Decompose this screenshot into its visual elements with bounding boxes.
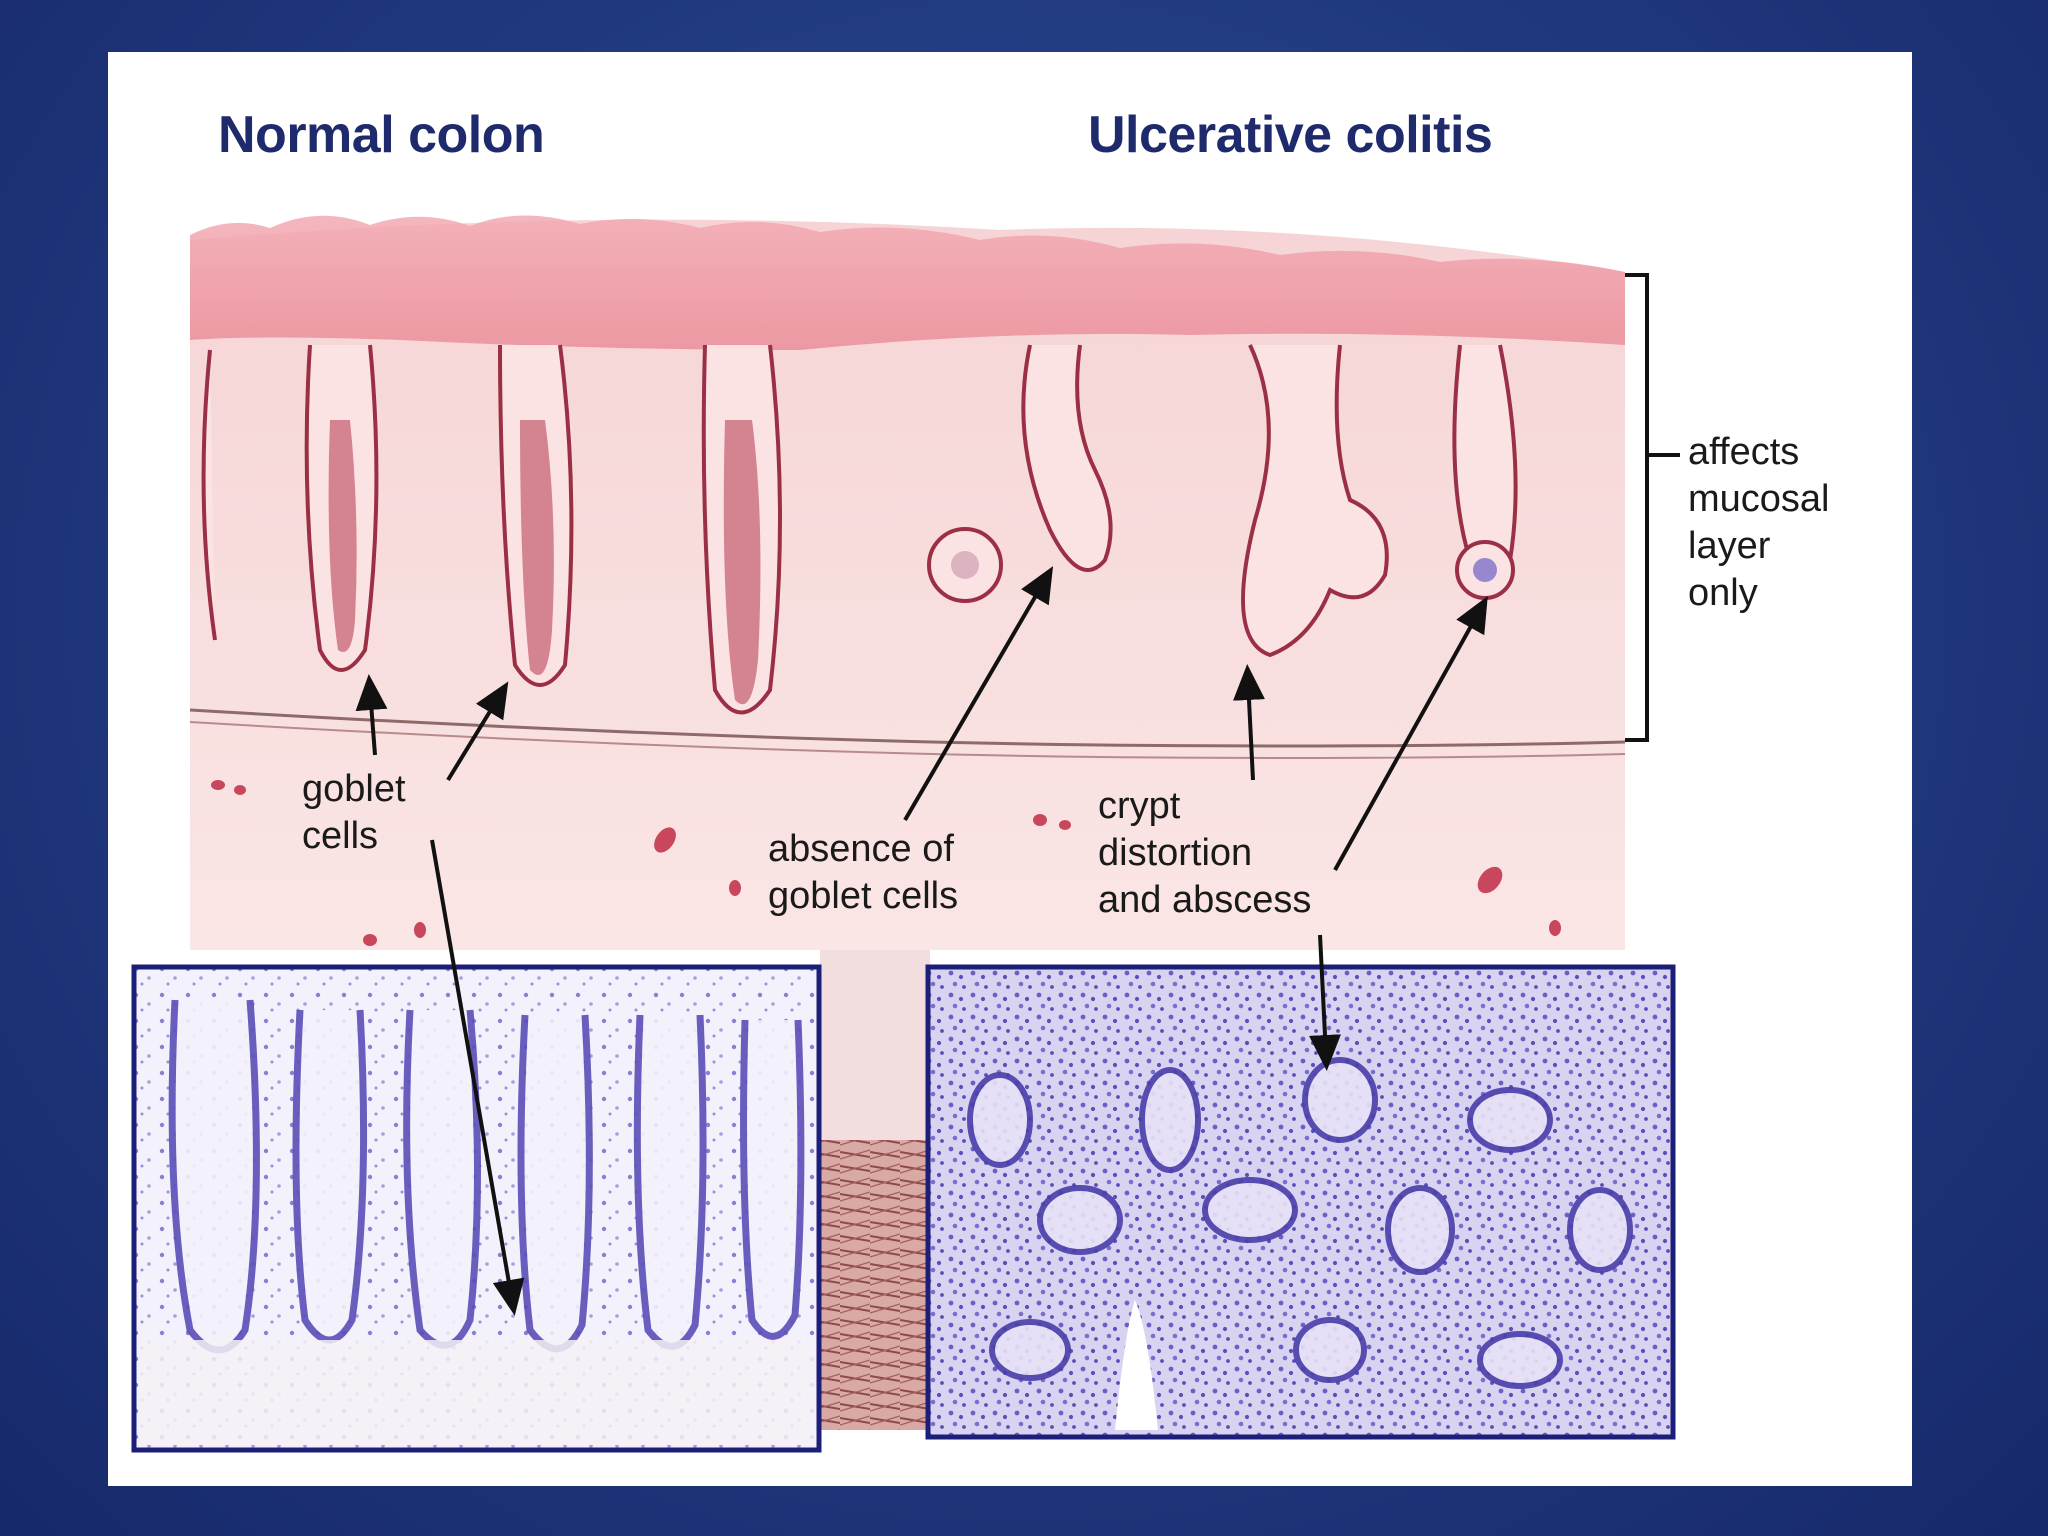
ulcerative-colitis-title: Ulcerative colitis bbox=[1088, 106, 1493, 164]
goblet-cells-label-line-2: cells bbox=[302, 815, 379, 857]
blood-cells bbox=[211, 780, 1561, 946]
goblet-cells-label-line-1: goblet bbox=[302, 768, 406, 810]
arrow-crypt-2 bbox=[1333, 596, 1488, 871]
mucosa-surface bbox=[190, 215, 1625, 350]
crypt-distortion-label-line-2: distortion bbox=[1098, 832, 1253, 874]
arrow-crypt-1 bbox=[1233, 664, 1265, 781]
mucosal-layer-label-line-4: only bbox=[1688, 572, 1758, 614]
normal-histology-villi bbox=[168, 999, 805, 1354]
arrow-crypt-3 bbox=[1309, 934, 1341, 1071]
muscularis-line bbox=[189, 708, 1626, 748]
uc-histology-glands bbox=[967, 1057, 1633, 1389]
mucosal-layer-label-line-1: affects bbox=[1688, 431, 1800, 473]
mucosal-layer-bracket bbox=[1625, 273, 1649, 742]
arrow-goblet-3 bbox=[430, 839, 525, 1316]
uc-crypts bbox=[927, 344, 1518, 658]
absence-goblet-label-line-2: goblet cells bbox=[768, 875, 959, 917]
mucosal-layer-label-line-2: mucosal bbox=[1688, 478, 1830, 520]
mucosal-layer-label-line-3: layer bbox=[1688, 525, 1771, 567]
arrow-goblet-1 bbox=[355, 674, 388, 756]
absence-goblet-label-line-1: absence of bbox=[768, 828, 954, 870]
crypt-distortion-label-line-3: and abscess bbox=[1098, 879, 1312, 921]
muscle-layer bbox=[820, 1140, 930, 1430]
crypt-distortion-label-line-1: crypt bbox=[1098, 785, 1181, 827]
arrow-absence bbox=[903, 566, 1054, 822]
normal-colon-title: Normal colon bbox=[218, 106, 545, 164]
arrow-goblet-2 bbox=[446, 681, 509, 782]
